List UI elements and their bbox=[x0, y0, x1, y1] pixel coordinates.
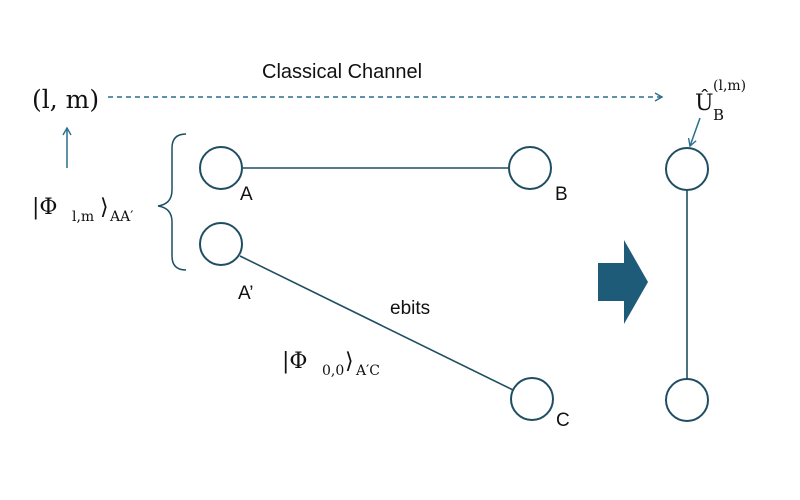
unitary-pointer-arrow bbox=[687, 117, 701, 148]
phi-lm-base: |Φ bbox=[32, 195, 57, 220]
node-result-top bbox=[665, 147, 709, 191]
node-c-label: C bbox=[556, 410, 570, 431]
phi-lm-ket: ⟩ bbox=[100, 195, 109, 220]
node-a-label: A bbox=[240, 184, 253, 205]
classical-channel-label: Classical Channel bbox=[262, 61, 422, 83]
node-a-prime-label: A’ bbox=[238, 283, 253, 304]
curly-brace bbox=[157, 133, 187, 271]
unitary-subscript: B bbox=[713, 106, 724, 124]
phi-lm-label: |Φ l,m ⟩ AA′ bbox=[32, 195, 133, 225]
node-a-prime bbox=[199, 222, 243, 266]
phi-00-ket: ⟩ bbox=[345, 349, 354, 374]
node-a bbox=[199, 146, 243, 190]
node-c bbox=[510, 377, 554, 421]
phi-00-space: A′C bbox=[355, 363, 380, 379]
unitary-label: Û B (l,m) bbox=[695, 78, 746, 124]
edge-a-prime-c bbox=[239, 255, 514, 391]
lm-label: (l, m) bbox=[32, 85, 99, 114]
phi-lm-subscript: l,m bbox=[72, 209, 94, 225]
transition-arrow-icon bbox=[598, 240, 648, 324]
phi-00-label: |Φ 0,0 ⟩ A′C bbox=[282, 349, 380, 379]
node-b bbox=[508, 146, 552, 190]
node-result-bottom bbox=[665, 378, 709, 422]
unitary-superscript: (l,m) bbox=[713, 78, 746, 94]
phi-00-subscript: 0,0 bbox=[322, 363, 344, 379]
ebits-label: ebits bbox=[390, 298, 430, 319]
phi-00-base: |Φ bbox=[282, 349, 307, 374]
node-b-label: B bbox=[555, 184, 568, 205]
unitary-base: Û bbox=[695, 89, 714, 116]
phi-lm-space: AA′ bbox=[109, 209, 133, 225]
